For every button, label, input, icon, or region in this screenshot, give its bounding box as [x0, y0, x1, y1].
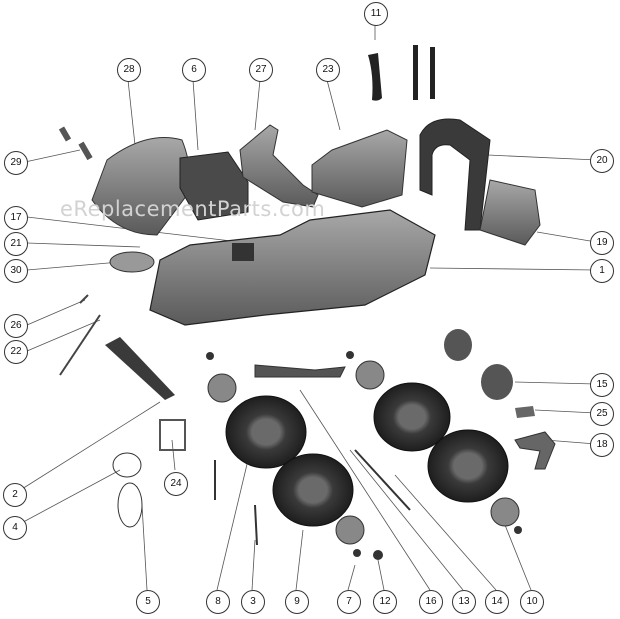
callout-21: 21: [4, 232, 28, 256]
callout-8: 8: [206, 590, 230, 614]
bushings-group: [117, 482, 143, 528]
callout-15: 15: [590, 373, 614, 397]
callout-14: 14: [485, 590, 509, 614]
callout-11: 11: [364, 2, 388, 26]
caps-group: [112, 452, 142, 478]
callout-9: 9: [285, 590, 309, 614]
callout-12: 12: [373, 590, 397, 614]
callout-5: 5: [136, 590, 160, 614]
callout-17: 17: [4, 206, 28, 230]
callout-29: 29: [4, 151, 28, 175]
battery-box-part: [179, 151, 249, 221]
front-frame-part: [105, 337, 175, 400]
callout-3: 3: [241, 590, 265, 614]
callout-30: 30: [4, 259, 28, 283]
callout-25: 25: [590, 402, 614, 426]
callout-6: 6: [182, 58, 206, 82]
rear-panel-part: [479, 179, 541, 246]
pedal-part: [514, 431, 556, 470]
steering-column-part: [239, 124, 319, 208]
callout-20: 20: [590, 149, 614, 173]
callout-28: 28: [117, 58, 141, 82]
callout-16: 16: [419, 590, 443, 614]
seat-part: [311, 129, 408, 208]
callout-7: 7: [337, 590, 361, 614]
side-trim-strips: [368, 45, 435, 101]
vehicle-body-part: [149, 209, 436, 326]
callout-26: 26: [4, 314, 28, 338]
latch-parts: [58, 126, 93, 161]
callout-13: 13: [452, 590, 476, 614]
gearbox-part: [444, 329, 472, 361]
callout-22: 22: [4, 340, 28, 364]
hubcaps: [207, 360, 520, 545]
callout-18: 18: [590, 433, 614, 457]
callout-4: 4: [3, 516, 27, 540]
axle-bracket-part: [254, 364, 346, 378]
steering-wheel-part: [109, 251, 155, 273]
callout-2: 2: [3, 483, 27, 507]
callout-19: 19: [590, 231, 614, 255]
watermark-text: eReplacementParts.com: [60, 197, 326, 221]
bracket-part: [159, 419, 186, 451]
callout-10: 10: [520, 590, 544, 614]
clip-part: [515, 406, 535, 418]
callout-1: 1: [590, 259, 614, 283]
callout-24: 24: [164, 472, 188, 496]
tires: [225, 382, 509, 527]
wire-part: [59, 294, 101, 376]
roll-bar-part: [419, 118, 491, 231]
callout-23: 23: [316, 58, 340, 82]
motor-part: [481, 364, 513, 400]
callout-27: 27: [249, 58, 273, 82]
switch-part: [232, 243, 254, 261]
